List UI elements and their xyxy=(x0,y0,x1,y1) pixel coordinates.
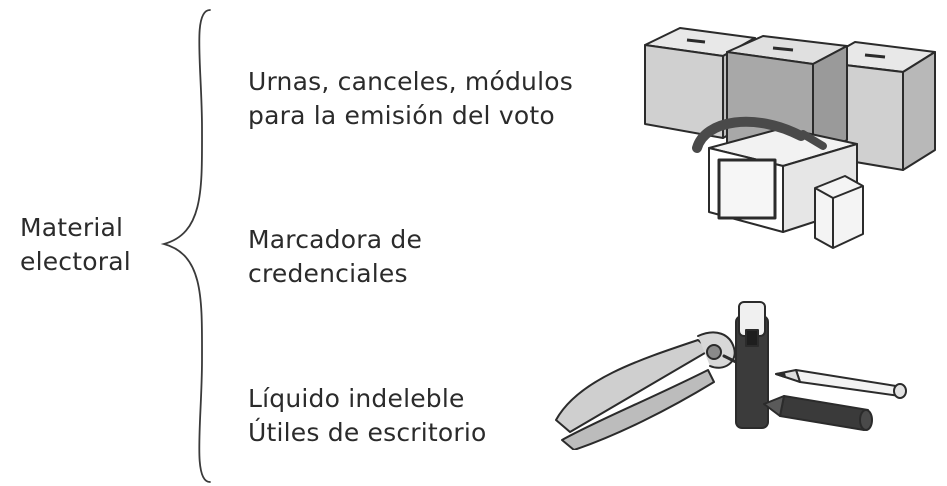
branch-liquido-line1: Líquido indeleble xyxy=(248,384,465,413)
branch-marcadora-line1: Marcadora de xyxy=(248,225,423,254)
branch-urnas: Urnas, canceles, módulos para la emisión… xyxy=(248,65,573,133)
branch-marcadora: Marcadora de credenciales xyxy=(248,223,422,291)
root-label-line2: electoral xyxy=(20,247,131,276)
branch-liquido-line2: Útiles de escritorio xyxy=(248,418,487,447)
branch-marcadora-line2: credenciales xyxy=(248,259,408,288)
branch-urnas-line1: Urnas, canceles, módulos xyxy=(248,67,573,96)
root-label-line1: Material xyxy=(20,213,124,242)
root-label: Material electoral xyxy=(20,211,131,279)
curly-brace xyxy=(160,9,211,483)
office-supplies-illustration-icon xyxy=(555,301,907,450)
ballot-box-illustration-icon xyxy=(644,27,936,249)
branch-urnas-line2: para la emisión del voto xyxy=(248,101,555,130)
branch-liquido: Líquido indeleble Útiles de escritorio xyxy=(248,382,487,450)
